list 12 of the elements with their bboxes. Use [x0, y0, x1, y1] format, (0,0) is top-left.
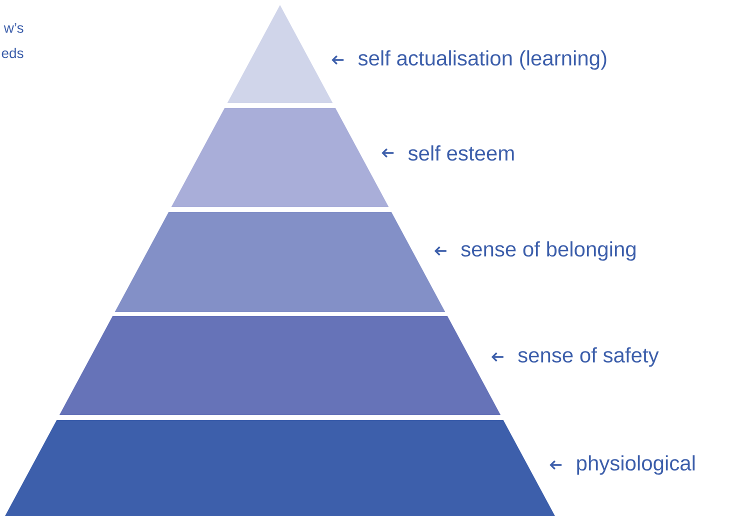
- level-label: self esteem: [408, 145, 514, 161]
- level-label: sense of safety: [518, 347, 659, 367]
- heading-fragment: eds: [2, 48, 24, 58]
- heading-fragment: w’s: [4, 23, 24, 33]
- level-label: physiological: [577, 455, 695, 475]
- pyramid-band: [114, 212, 446, 312]
- pyramid-band: [5, 420, 555, 516]
- pyramid-band: [59, 316, 501, 415]
- level-label: sense of belonging: [461, 241, 636, 261]
- pyramid-tip: [227, 5, 333, 103]
- pyramid-band: [171, 108, 389, 207]
- level-label: self actualisation (learning): [358, 50, 606, 70]
